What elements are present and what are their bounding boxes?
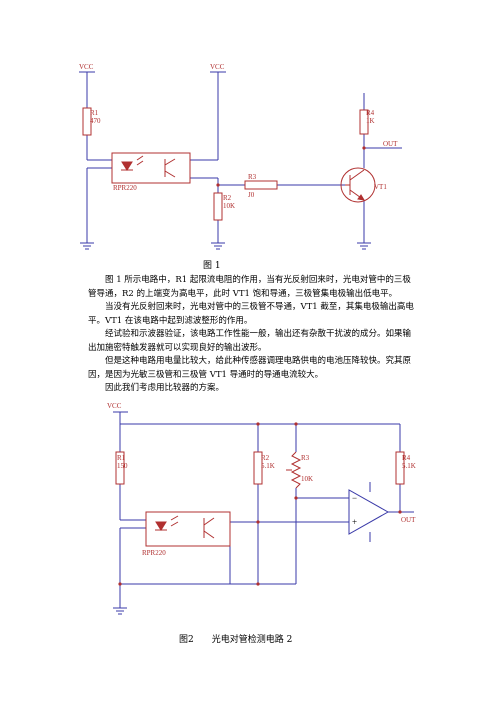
r2-value: 10K (223, 202, 235, 210)
sensor-label-2: RPR220 (142, 549, 166, 557)
rpr220-sensor-1 (111, 152, 191, 184)
figure-2-caption: 图2 光电对管检测电路 2 (179, 635, 293, 645)
r3-value: J0 (248, 191, 255, 199)
paragraph-4: 但是这种电路用电量比较大，给此种传感器调理电路供电的电池压降较快。究其原因，是因… (88, 356, 412, 380)
paragraph-2: 当没有光反射回来时，光电对管中的三极管不导通，VT1 截至，其集电极输出高电平。… (88, 302, 414, 326)
vcc-label-2: VCC (107, 402, 122, 410)
opamp-minus-label: − (352, 493, 357, 503)
paragraph-3: 经试验和示波器验证，该电路工作性能一般，输出还有杂散干扰波的成分。如果输出加施密… (88, 329, 412, 353)
circuit-diagram-1: VCC VCC R1 470 R4 1K OUT R3 J0 R2 10K RP… (79, 63, 402, 250)
vcc-label-left: VCC (79, 63, 94, 71)
vt1-label: VT1 (374, 183, 387, 191)
r2-name-2: R2 (261, 454, 270, 462)
r3-value-2: 10K (301, 475, 313, 483)
r3-name: R3 (248, 173, 257, 181)
r4-name-2: R4 (402, 454, 411, 462)
comparator-opamp (348, 489, 390, 535)
r1-value: 470 (90, 117, 101, 125)
r4-value-2: 5.1K (402, 462, 416, 470)
r2-value-2: 5.1K (261, 462, 275, 470)
r1-value-2: 150 (117, 462, 128, 470)
paragraph-1: 图 1 所示电路中，R1 起限流电阻的作用，当有光反射回来时，光电对管中的三极管… (88, 275, 411, 299)
paragraph-5: 因此我们考虑用比较器的方案。 (105, 383, 225, 393)
r1-name: R1 (90, 109, 99, 117)
circuit-diagram-2: VCC R1 150 R2 5.1K R3 10K R4 5.1K OUT RP… (107, 402, 416, 615)
out-label: OUT (383, 140, 398, 148)
out-label-2: OUT (401, 516, 416, 524)
vcc-label-mid: VCC (210, 63, 225, 71)
r4-name: R4 (366, 109, 375, 117)
r2-name: R2 (223, 194, 232, 202)
opamp-plus-label: + (352, 517, 357, 527)
transistor-vt1 (340, 167, 376, 203)
sensor-label: RPR220 (113, 184, 137, 192)
r4-value: 1K (366, 117, 375, 125)
rpr220-sensor-2 (145, 511, 231, 547)
r1-name-2: R1 (117, 454, 126, 462)
r3-name-2: R3 (301, 454, 310, 462)
figure-1-caption: 图 1 (203, 261, 221, 271)
